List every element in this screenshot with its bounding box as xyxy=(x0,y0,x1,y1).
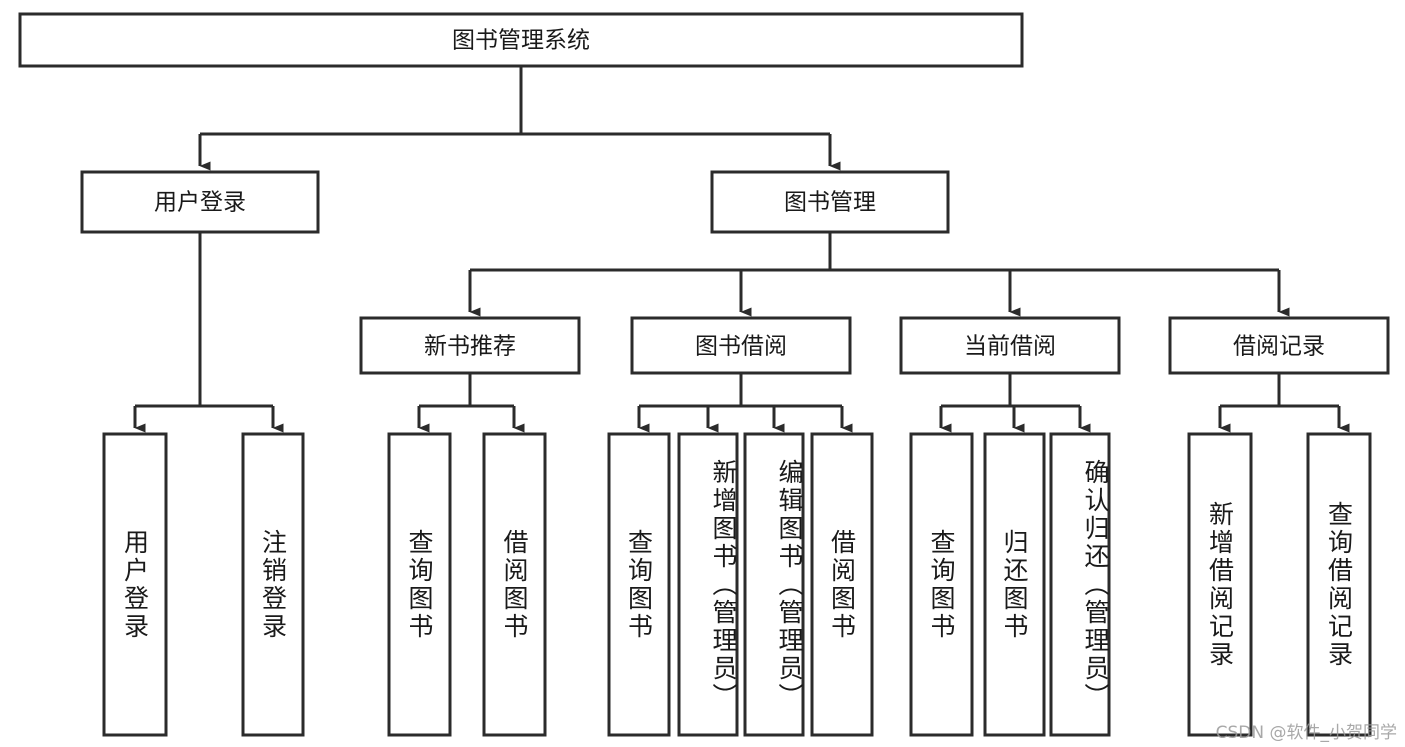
node-user-login[interactable]: 用户登录 xyxy=(80,170,320,234)
leaf-box-cb-return-book[interactable] xyxy=(983,432,1046,737)
leaf-box-bb-edit-book-admin[interactable] xyxy=(743,432,805,737)
watermark-text: CSDN @软件_小贺同学 xyxy=(1215,723,1397,743)
node-new-book-recommend[interactable]: 新书推荐 xyxy=(359,316,581,375)
node-root[interactable]: 图书管理系统 xyxy=(18,12,1024,68)
leaf-box-cb-confirm-return-admin[interactable] xyxy=(1049,432,1111,737)
leaf-box-nbr-borrow-book[interactable] xyxy=(482,432,547,737)
connector-layer xyxy=(133,66,1350,433)
node-book-management[interactable]: 图书管理 xyxy=(710,170,950,234)
node-current-borrow-box[interactable] xyxy=(899,316,1121,375)
leaf-box-bb-query-book[interactable] xyxy=(607,432,671,737)
node-new-book-recommend-label: 新书推荐 xyxy=(424,334,516,360)
leaf-box-layer xyxy=(102,432,1372,737)
node-root-label: 图书管理系统 xyxy=(452,28,590,54)
leaf-box-logout[interactable] xyxy=(241,432,305,737)
leaf-box-br-query-record[interactable] xyxy=(1306,432,1372,737)
node-borrow-record[interactable]: 借阅记录 xyxy=(1168,316,1390,375)
node-new-book-recommend-box[interactable] xyxy=(359,316,581,375)
node-book-management-label: 图书管理 xyxy=(784,190,876,216)
node-root-box[interactable] xyxy=(18,12,1024,68)
node-book-management-box[interactable] xyxy=(710,170,950,234)
node-book-borrow-label: 图书借阅 xyxy=(695,334,787,360)
node-book-borrow[interactable]: 图书借阅 xyxy=(630,316,852,375)
leaf-box-bb-borrow-book[interactable] xyxy=(810,432,874,737)
leaf-box-user-login[interactable] xyxy=(102,432,168,737)
node-current-borrow[interactable]: 当前借阅 xyxy=(899,316,1121,375)
leaf-box-bb-add-book-admin[interactable] xyxy=(677,432,739,737)
node-borrow-record-label: 借阅记录 xyxy=(1233,334,1325,360)
node-user-login-label: 用户登录 xyxy=(154,190,246,216)
node-borrow-record-box[interactable] xyxy=(1168,316,1390,375)
leaf-box-br-add-record[interactable] xyxy=(1187,432,1253,737)
leaf-box-cb-query-book[interactable] xyxy=(909,432,974,737)
node-user-login-box[interactable] xyxy=(80,170,320,234)
node-current-borrow-label: 当前借阅 xyxy=(964,334,1056,360)
leaf-box-nbr-query-book[interactable] xyxy=(387,432,452,737)
node-book-borrow-box[interactable] xyxy=(630,316,852,375)
